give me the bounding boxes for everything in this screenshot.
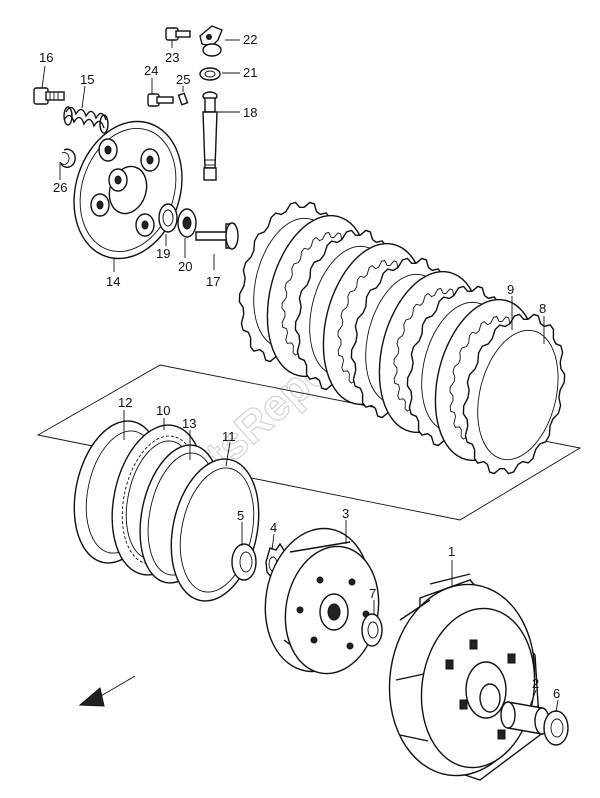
- callout-16: 16: [39, 50, 53, 65]
- callout-22: 22: [243, 32, 257, 47]
- callout-5: 5: [237, 508, 244, 523]
- part-15-spring[interactable]: [63, 106, 109, 134]
- callout-17: 17: [206, 274, 220, 289]
- plate-group-frame: [36, 364, 582, 521]
- callout-2: 2: [532, 676, 539, 691]
- callout-7: 7: [369, 586, 376, 601]
- callout-14: 14: [106, 274, 120, 289]
- leader-lines: [41, 39, 559, 713]
- callout-25: 25: [176, 72, 190, 87]
- part-20-washer[interactable]: [177, 208, 197, 238]
- callout-18: 18: [243, 105, 257, 120]
- clutch-plate-stack: [238, 201, 581, 485]
- part-14-pressure-plate[interactable]: [57, 107, 199, 272]
- part-25-pin[interactable]: [177, 92, 189, 106]
- part-16-bolt[interactable]: [33, 87, 65, 105]
- callout-21: 21: [243, 65, 257, 80]
- callout-6: 6: [553, 686, 560, 701]
- part-5-washer[interactable]: [231, 543, 257, 581]
- part-21-oil-seal[interactable]: [199, 67, 221, 81]
- part-19-bearing[interactable]: [158, 203, 178, 233]
- part-6-thrust-washer[interactable]: [543, 710, 569, 746]
- callout-13: 13: [182, 416, 196, 431]
- part-3-sleeve-hub[interactable]: [254, 520, 388, 681]
- part-8-friction-plate[interactable]: [448, 303, 581, 485]
- callout-19: 19: [156, 246, 170, 261]
- callout-1: 1: [448, 544, 455, 559]
- callout-labels: 16 15 26 14 23 22 24 25 21 18 19 20 17 9…: [39, 32, 560, 701]
- part-1-clutch-housing[interactable]: [377, 573, 546, 785]
- part-23-bolt[interactable]: [165, 27, 191, 41]
- callout-15: 15: [80, 72, 94, 87]
- part-22-release-lever[interactable]: [199, 25, 223, 57]
- callout-24: 24: [144, 63, 158, 78]
- callout-8: 8: [539, 301, 546, 316]
- callout-9: 9: [507, 282, 514, 297]
- part-18-release-shaft[interactable]: [202, 91, 218, 181]
- front-direction-arrow: [78, 675, 136, 707]
- callout-26: 26: [53, 180, 67, 195]
- plate-inner-edge: [477, 329, 559, 461]
- callout-23: 23: [165, 50, 179, 65]
- callout-11: 11: [222, 429, 236, 444]
- part-24-bolt[interactable]: [147, 93, 174, 107]
- callout-12: 12: [118, 395, 132, 410]
- callout-4: 4: [270, 520, 277, 535]
- part-7-washer[interactable]: [361, 613, 383, 647]
- callout-10: 10: [156, 403, 170, 418]
- callout-20: 20: [178, 259, 192, 274]
- part-17-push-piece[interactable]: [195, 222, 239, 250]
- callout-3: 3: [342, 506, 349, 521]
- part-26-circlip[interactable]: [59, 148, 76, 168]
